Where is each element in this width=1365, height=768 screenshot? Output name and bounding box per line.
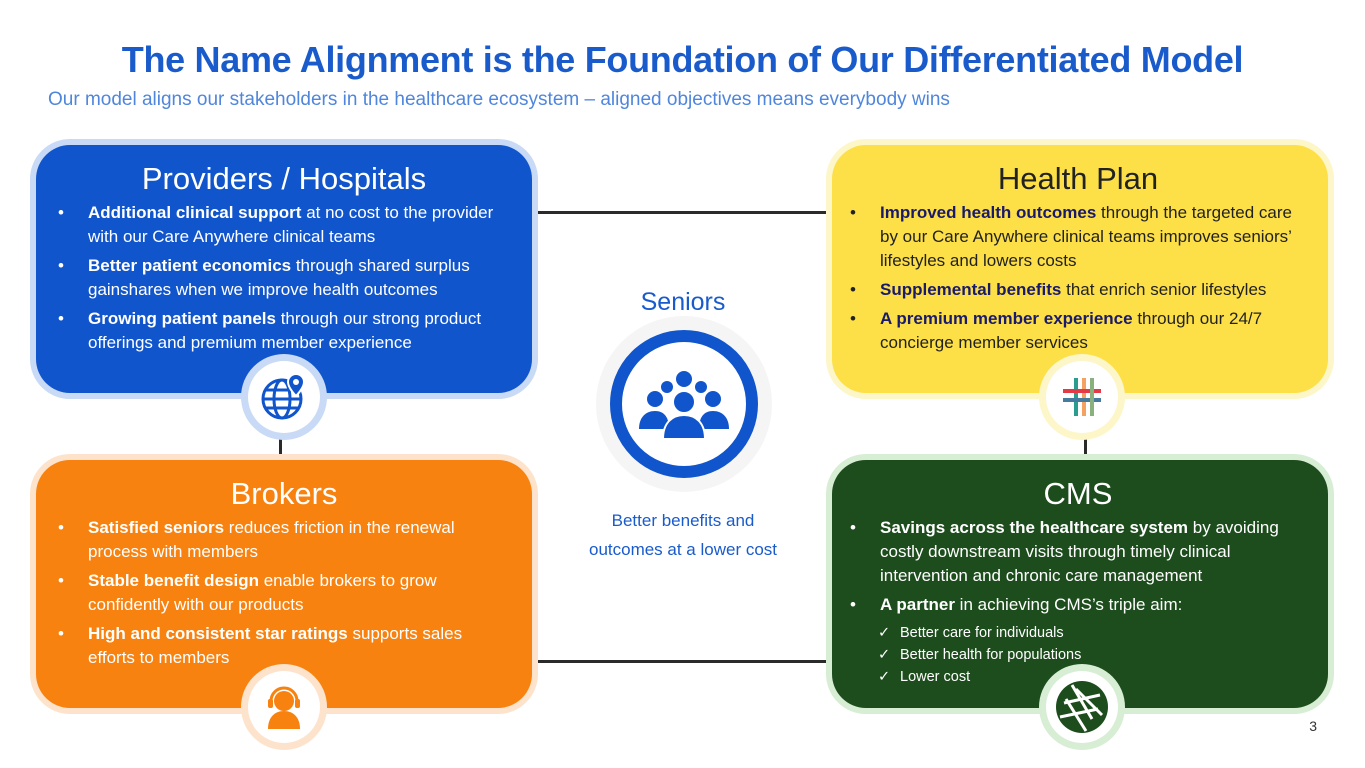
- connector-left: [279, 437, 282, 457]
- list-item: A premium member experience through our …: [848, 307, 1308, 355]
- cms-card: CMS Savings across the healthcare system…: [832, 460, 1328, 708]
- providers-card: Providers / Hospitals Additional clinica…: [36, 145, 532, 393]
- cms-heading: CMS: [1043, 476, 1113, 511]
- list-item-lead: Additional clinical support: [88, 203, 302, 222]
- page-title: The Name Alignment is the Foundation of …: [121, 39, 1244, 80]
- connector-bottom: [532, 660, 832, 663]
- list-item-text: that enrich senior lifestyles: [1061, 280, 1267, 299]
- connector-right: [1084, 437, 1087, 457]
- cms-list: Savings across the healthcare system by …: [848, 516, 1308, 617]
- list-item: Additional clinical support at no cost t…: [56, 201, 512, 249]
- list-item-lead: Growing patient panels: [88, 309, 276, 328]
- globe-pin-icon: [241, 354, 327, 440]
- list-item-lead: Satisfied seniors: [88, 518, 225, 537]
- health-plan-card: Health Plan Improved health outcomes thr…: [832, 145, 1328, 393]
- aperture-icon: [1039, 664, 1125, 750]
- list-item-text: at no cost to the provider with our Care…: [88, 203, 494, 246]
- list-item: Satisfied seniors reduces friction in th…: [56, 516, 512, 564]
- list-item: Stable benefit design enable brokers to …: [56, 569, 512, 617]
- list-item: Better care for individuals: [848, 622, 1308, 644]
- cms-triple-aim-list: Better care for individuals Better healt…: [848, 622, 1308, 688]
- list-item: A partner in achieving CMS’s triple aim:: [848, 593, 1308, 617]
- list-item-text: in achieving CMS’s triple aim:: [954, 595, 1183, 614]
- list-item-text: reduces friction in the renewal process …: [88, 518, 455, 561]
- seniors-description: Better benefits and outcomes at a lower …: [553, 506, 813, 564]
- list-item: Better patient economics through shared …: [56, 254, 512, 302]
- seniors-badge: [596, 316, 772, 492]
- list-item-lead: Improved health outcomes: [880, 203, 1097, 222]
- list-item: Supplemental benefits that enrich senior…: [848, 278, 1308, 302]
- list-item: Lower cost: [848, 666, 1308, 688]
- seniors-desc-line: outcomes at a lower cost: [588, 540, 778, 559]
- health-plan-list: Improved health outcomes through the tar…: [848, 201, 1308, 355]
- page-subtitle: Our model aligns our stakeholders in the…: [48, 89, 950, 110]
- list-item: Growing patient panels through our stron…: [56, 307, 512, 355]
- list-item: Improved health outcomes through the tar…: [848, 201, 1308, 273]
- list-item-text: enable brokers to grow confidently with …: [88, 571, 437, 614]
- list-item-text: through our strong product offerings and…: [88, 309, 482, 352]
- list-item-lead: A partner: [880, 595, 955, 614]
- people-group-icon: [639, 371, 729, 439]
- list-item-text: through the targeted care by our Care An…: [880, 203, 1292, 270]
- headset-agent-icon: [241, 664, 327, 750]
- brokers-heading: Brokers: [230, 476, 338, 511]
- list-item: Savings across the healthcare system by …: [848, 516, 1308, 588]
- page-number: 3: [1309, 718, 1317, 734]
- connector-top: [532, 211, 832, 214]
- list-item-lead: High and consistent star ratings: [88, 624, 348, 643]
- list-item-lead: Savings across the healthcare system: [880, 518, 1189, 537]
- health-plan-logo-icon: [1039, 354, 1125, 440]
- health-plan-heading: Health Plan: [997, 161, 1159, 196]
- seniors-label: Seniors: [640, 288, 726, 316]
- list-item-lead: Better patient economics: [88, 256, 292, 275]
- list-item: Better health for populations: [848, 644, 1308, 666]
- seniors-desc-line: Better benefits and: [611, 511, 755, 530]
- list-item-text: supports sales efforts to members: [88, 624, 463, 667]
- providers-list: Additional clinical support at no cost t…: [56, 201, 512, 355]
- list-item-lead: A premium member experience: [880, 309, 1133, 328]
- list-item-text: through our 24/7 concierge member servic…: [880, 309, 1263, 352]
- list-item-text: by avoiding costly downstream visits thr…: [880, 518, 1279, 585]
- brokers-list: Satisfied seniors reduces friction in th…: [56, 516, 512, 670]
- list-item-lead: Supplemental benefits: [880, 280, 1062, 299]
- list-item-lead: Stable benefit design: [88, 571, 259, 590]
- list-item-text: through shared surplus gainshares when w…: [88, 256, 470, 299]
- providers-heading: Providers / Hospitals: [141, 161, 427, 196]
- list-item: High and consistent star ratings support…: [56, 622, 512, 670]
